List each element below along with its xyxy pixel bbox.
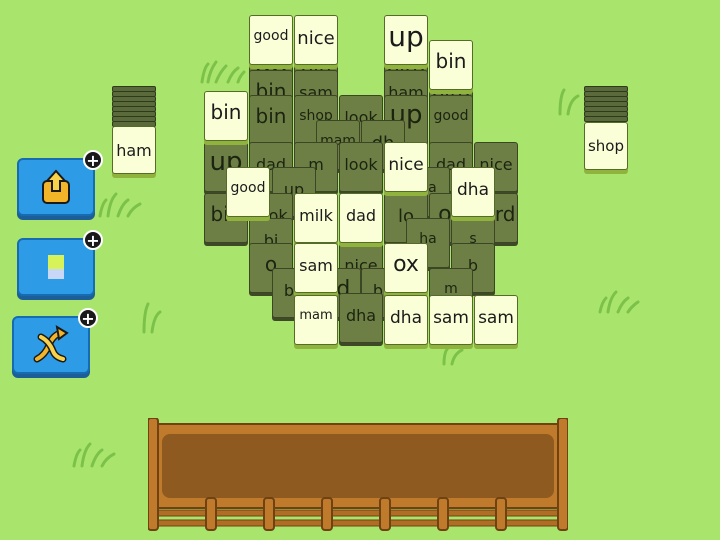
light-tile[interactable]: ox xyxy=(384,243,428,293)
grass-tuft-icon xyxy=(442,346,464,366)
grass-tuft-icon xyxy=(200,60,246,84)
light-tile[interactable]: dha xyxy=(384,295,428,345)
light-tile[interactable]: bin xyxy=(204,91,248,141)
undo-arrow-icon xyxy=(42,169,70,204)
light-tile[interactable]: good xyxy=(226,167,270,217)
light-tile[interactable]: bin xyxy=(429,40,473,90)
add-magnet-icon[interactable]: + xyxy=(83,230,103,250)
grass-tuft-icon xyxy=(142,302,162,334)
light-tile[interactable]: up xyxy=(384,15,428,65)
grass-tuft-icon xyxy=(598,290,640,314)
light-tile[interactable]: dad xyxy=(339,193,383,243)
light-tile[interactable]: milk xyxy=(294,193,338,243)
grass-tuft-icon xyxy=(98,192,142,218)
shuffle-powerup-button[interactable]: + xyxy=(12,308,98,374)
right-tile-stack[interactable]: shop xyxy=(584,86,628,176)
right-stack-top-tile[interactable]: shop xyxy=(584,122,628,170)
light-tile[interactable]: good xyxy=(249,15,293,65)
dark-tile: bin xyxy=(249,95,293,145)
add-undo-icon[interactable]: + xyxy=(83,150,103,170)
light-tile[interactable]: mam xyxy=(294,295,338,345)
shuffle-arrows-icon xyxy=(33,325,69,363)
dark-tile: look xyxy=(339,142,383,192)
grass-tuft-icon xyxy=(72,442,116,468)
light-tile[interactable]: nice xyxy=(294,15,338,65)
grass-tuft-icon xyxy=(558,88,580,116)
left-stack-top-tile[interactable]: ham xyxy=(112,126,156,174)
magnet-powerup-button[interactable]: + xyxy=(17,230,103,296)
left-tile-stack[interactable]: ham xyxy=(112,86,156,180)
light-tile[interactable]: sam xyxy=(474,295,518,345)
light-tile[interactable]: sam xyxy=(429,295,473,345)
tile-tray xyxy=(148,418,568,531)
light-tile[interactable]: dha xyxy=(451,167,495,217)
dark-tile: dha xyxy=(339,293,383,343)
light-tile[interactable]: nice xyxy=(384,142,428,192)
add-shuffle-icon[interactable]: + xyxy=(78,308,98,328)
undo-powerup-button[interactable]: + xyxy=(17,150,103,216)
light-tile[interactable]: sam xyxy=(294,243,338,293)
magnet-icon xyxy=(48,255,64,279)
dark-tile: good xyxy=(429,95,473,145)
